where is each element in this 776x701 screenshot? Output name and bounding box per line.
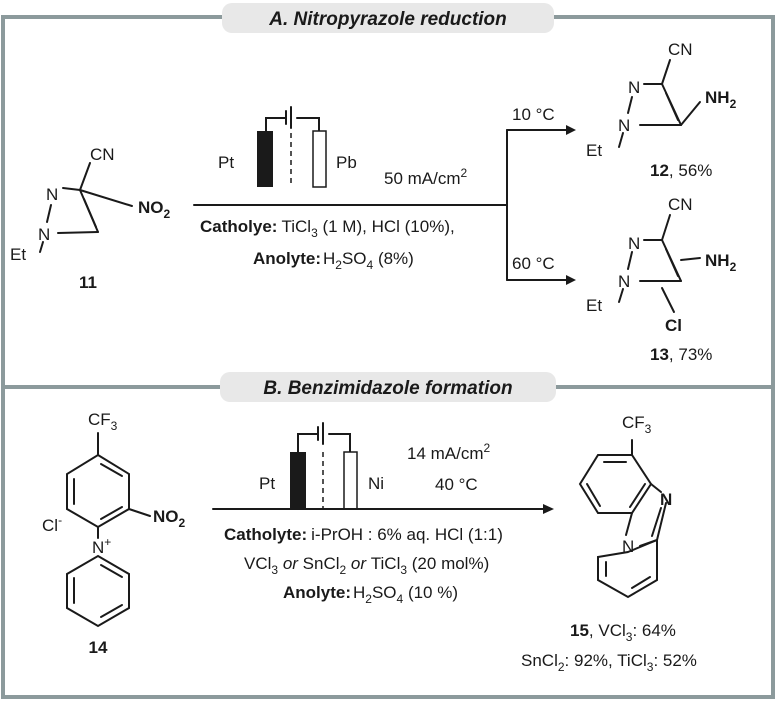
sm14-n-plus: N+ [92, 535, 111, 557]
reaction-arrow-b [212, 504, 554, 514]
compound-14: CF3 NO2 Cl- N+ 14 [42, 410, 186, 657]
p15-cf3: CF3 [622, 413, 652, 436]
section-b-title: B. Benzimidazole formation [263, 378, 512, 399]
p15-n-ring: N [660, 490, 672, 509]
catalyst-b: VCl3 or SnCl2 or TiCl3 (20 mol%) [244, 554, 489, 577]
temp-b: 40 °C [435, 475, 478, 494]
anolyte-b: Anolyte:H2SO4 (10 %) [283, 583, 458, 606]
section-a-title-pill [222, 3, 554, 33]
section-a-title: A. Nitropyrazole reduction [268, 9, 507, 30]
electrochemical-cell-b: Pt Ni [259, 422, 384, 510]
cell-b-ni: Ni [368, 474, 384, 493]
anolyte-a: Anolyte:H2SO4 (8%) [253, 249, 414, 272]
p15-n-bridge: N [622, 537, 634, 556]
cell-b-pt: Pt [259, 474, 275, 493]
compound-11-label: 11 [79, 273, 97, 292]
cell-a-pb: Pb [336, 153, 357, 172]
cell-a-pt: Pt [218, 153, 234, 172]
electrochemical-cell-a: Pt Pb [218, 106, 357, 188]
p12-n2: N [628, 78, 640, 97]
compound-13-label: 13, 73% [650, 345, 712, 364]
p12-cn: CN [668, 40, 693, 59]
compound-15-yields: SnCl2: 92%, TiCl3: 52% [521, 651, 697, 674]
p13-cl: Cl [665, 316, 682, 335]
compound-12-label: 12, 56% [650, 161, 712, 180]
sm11-n2: N [46, 185, 58, 204]
pt-cathode-b [290, 452, 306, 509]
current-density-b: 14 mA/cm2 [407, 441, 491, 463]
compound-15-label: 15, VCl3: 64% [570, 621, 676, 644]
temp-60c: 60 °C [512, 254, 555, 273]
catholyte-a: Catholye:TiCl3 (1 M), HCl (10%), [200, 217, 455, 240]
sm11-cn: CN [90, 145, 115, 164]
sm14-no2: NO2 [153, 507, 186, 530]
catholyte-b: Catholyte:i-PrOH : 6% aq. HCl (1:1) [224, 525, 503, 544]
p13-cn: CN [668, 195, 693, 214]
p13-n2: N [628, 234, 640, 253]
sm11-et: Et [10, 245, 26, 264]
p13-nh2: NH2 [705, 251, 737, 274]
p12-nh2: NH2 [705, 88, 737, 111]
compound-11: CN N N NO2 Et 11 [10, 145, 171, 292]
p12-n1: N [618, 116, 630, 135]
section-b-title-pill [220, 372, 556, 402]
temp-10c: 10 °C [512, 105, 555, 124]
sm14-cf3: CF3 [88, 410, 118, 433]
pb-anode [312, 130, 327, 188]
compound-14-label: 14 [89, 638, 108, 657]
sm14-chloride: Cl- [42, 513, 62, 535]
p12-et: Et [586, 141, 602, 160]
compound-15: CF3 N N 15, VCl3: 64% SnCl2: 92%, TiCl3:… [521, 413, 697, 674]
pt-cathode [257, 131, 273, 187]
p13-et: Et [586, 296, 602, 315]
reaction-arrow-a [193, 125, 576, 285]
ni-anode [343, 451, 358, 510]
compound-12: CN N N NH2 Et 12, 56% [586, 40, 737, 180]
compound-13: CN N N NH2 Et Cl 13, 73% [586, 195, 737, 364]
current-density-a: 50 mA/cm2 [384, 166, 468, 188]
sm11-n1: N [38, 225, 50, 244]
sm11-no2: NO2 [138, 198, 171, 221]
p13-n1: N [618, 272, 630, 291]
